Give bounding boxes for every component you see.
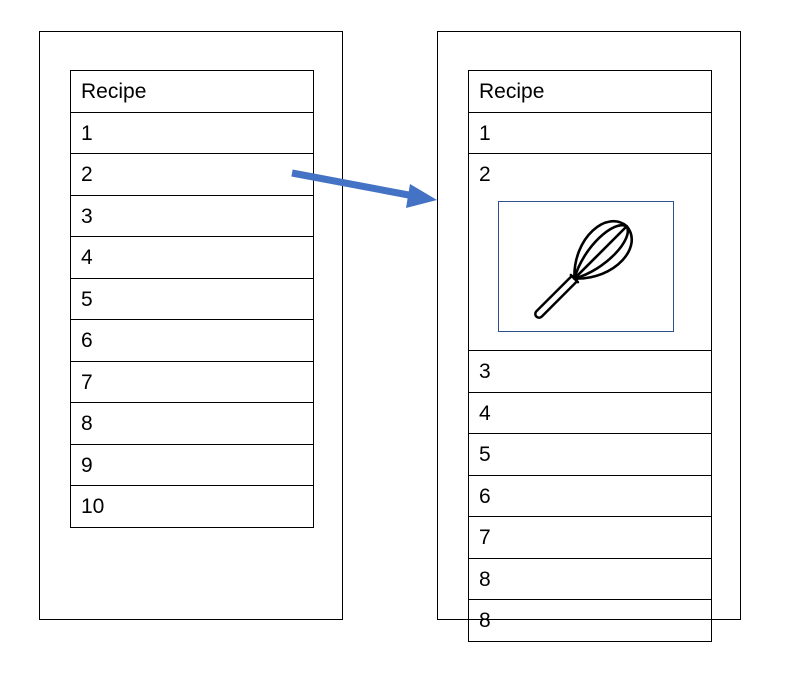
list-item-8[interactable]: 8: [71, 403, 313, 445]
collapsed-list-panel: Recipe 1 2 3 4 5 6 7 8 9 10: [39, 31, 343, 620]
list-item-2[interactable]: 2: [71, 154, 313, 196]
list-item-8-partial[interactable]: 8: [469, 600, 711, 642]
list-header: Recipe: [71, 71, 313, 113]
list-item-7[interactable]: 7: [469, 517, 711, 559]
recipe-list-expanded: Recipe 1 2: [468, 70, 712, 642]
list-item-8[interactable]: 8: [469, 559, 711, 600]
expanded-list-panel: Recipe 1 2: [437, 31, 741, 642]
recipe-list: Recipe 1 2 3 4 5 6 7 8 9 10: [70, 70, 314, 528]
list-item-4[interactable]: 4: [71, 237, 313, 279]
list-item-3[interactable]: 3: [469, 351, 711, 393]
list-item-10[interactable]: 10: [71, 486, 313, 528]
list-item-6[interactable]: 6: [71, 320, 313, 362]
list-item-9[interactable]: 9: [71, 445, 313, 486]
list-item-5[interactable]: 5: [71, 279, 313, 320]
list-item-4[interactable]: 4: [469, 393, 711, 434]
list-header: Recipe: [469, 71, 711, 113]
list-item-6[interactable]: 6: [469, 476, 711, 517]
recipe-preview: [498, 201, 674, 332]
arrow-head: [406, 184, 437, 208]
list-item-5[interactable]: 5: [469, 434, 711, 476]
list-item-1[interactable]: 1: [71, 113, 313, 154]
list-item-2-expanded[interactable]: 2: [469, 154, 711, 351]
list-item-1[interactable]: 1: [469, 113, 711, 154]
whisk-icon: [534, 219, 634, 319]
list-item-7[interactable]: 7: [71, 362, 313, 403]
list-item-label: 2: [479, 163, 491, 186]
list-item-3[interactable]: 3: [71, 196, 313, 237]
